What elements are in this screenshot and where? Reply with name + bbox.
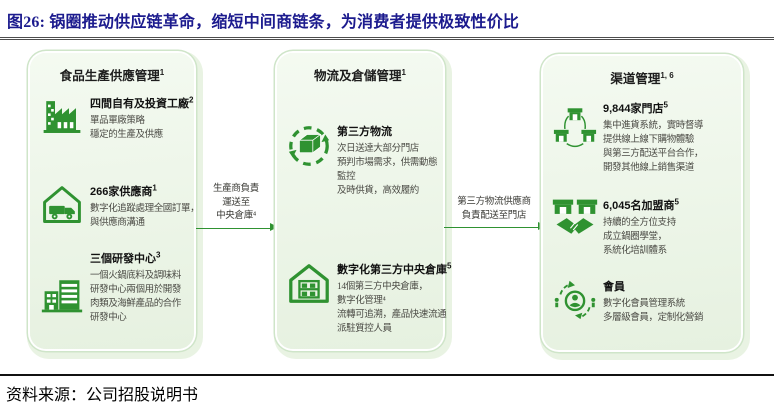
item-line: 研發中心	[90, 313, 127, 323]
item-line: 監控	[337, 172, 356, 182]
supplier-truck-icon	[38, 183, 86, 227]
figure-title: 图26: 锅圈推动供应链革命，缩短中间商链条，为消费者提供极致性价比	[7, 14, 520, 31]
item-line: 集中進貨系統，實時督導	[603, 121, 704, 131]
panel-title: 食品生產供應管理1	[59, 67, 165, 83]
arrow-line	[196, 222, 278, 231]
item-line: 研發中心兩個用於開發	[90, 285, 182, 295]
third-party-logistics-icon	[285, 123, 333, 169]
arrow-production-to-warehouse: 生產商負責 運送至 中央倉庫⁴	[196, 183, 278, 231]
rnd-building-icon	[38, 272, 86, 316]
item-line: 一個火鍋底料及調味料	[90, 271, 182, 281]
source-footer: 资料来源：公司招股说明书	[0, 374, 774, 405]
panel-channel-management: 渠道管理1, 6 9,844家門店5 集中進貨系統，實時督導 提供線上線下購物體…	[543, 56, 741, 350]
item-line: 與供應商溝通	[90, 218, 145, 228]
item-title: 266家供應商1	[90, 183, 157, 198]
panel-logistics-warehousing: 物流及倉儲管理1 第三方物流 次日送達大部分門店 預判市場需求，供需動態 監控 …	[277, 53, 451, 349]
panel-food-production: 食品生產供應管理1 四間自有及投資工廠2 單品單廠策略 穩定的生產及供應	[30, 53, 200, 349]
item-line: 派駐質控人員	[337, 324, 392, 334]
item-line: 單品單廠策略	[90, 116, 145, 126]
item-line: 提供線上線下購物體驗	[603, 135, 695, 145]
item-franchisees: 6,045名加盟商5 持續的全方位支持 成立鍋圈學堂， 系統化培訓體系	[551, 197, 739, 258]
item-line: 肉類及海鮮產品的合作	[90, 299, 182, 309]
arrow-label: 運送至	[222, 197, 250, 208]
item-title: 三個研發中心3	[90, 250, 161, 265]
figure-header: 图26: 锅圈推动供应链革命，缩短中间商链条，为消费者提供极致性价比	[0, 5, 774, 40]
arrow-label: 中央倉庫⁴	[216, 211, 256, 221]
item-stores: 9,844家門店5 集中進貨系統，實時督導 提供線上線下購物體驗 與第三方配送平…	[551, 100, 739, 175]
item-title: 四間自有及投資工廠2	[90, 95, 194, 110]
item-line: 數字化會員管理系統	[603, 299, 685, 309]
panel-title: 渠道管理1, 6	[610, 70, 674, 86]
arrow-warehouse-to-stores: 第三方物流供應商 負責配送至門店	[444, 196, 546, 231]
item-rnd-centers: 三個研發中心3 一個火鍋底料及調味料 研發中心兩個用於開發 肉類及海鮮產品的合作…	[38, 250, 192, 325]
arrow-label: 生產商負責	[212, 184, 259, 194]
item-line: 數字化管理⁴	[337, 296, 386, 306]
panel-title: 物流及倉儲管理1	[314, 67, 406, 83]
item-title: 數字化第三方中央倉庫5	[337, 261, 452, 276]
source-note: 资料来源：公司招股说明书	[6, 387, 199, 404]
item-line: 14個第三方中央倉庫，	[337, 282, 428, 292]
item-line: 次日送達大部分門店	[337, 144, 419, 154]
arrow-label: 負責配送至門店	[461, 210, 527, 221]
item-line: 預判市場需求，供需動態	[337, 158, 438, 168]
item-line: 持續的全方位支持	[603, 218, 676, 228]
arrowhead-right-icon	[270, 222, 278, 231]
item-line: 流轉可追溯，產品快速流通	[337, 310, 447, 320]
central-warehouse-icon	[285, 261, 333, 307]
item-line: 穩定的生產及供應	[90, 130, 163, 140]
item-line: 成立鍋圈學堂，	[603, 232, 667, 242]
item-factories: 四間自有及投資工廠2 單品單廠策略 穩定的生產及供應	[38, 95, 194, 142]
factory-icon	[38, 95, 86, 137]
arrowhead-right-icon	[538, 222, 546, 231]
item-line: 數字化追蹤處理全國訂單，	[90, 204, 200, 214]
item-line: 與第三方配送平台合作，	[603, 149, 704, 159]
arrow-line	[444, 222, 546, 231]
item-line: 多層級會員，定制化營銷	[603, 313, 704, 323]
item-title: 會員	[603, 281, 625, 293]
item-line: 系統化培訓體系	[603, 246, 667, 256]
item-line: 開發其他線上銷售渠道	[603, 163, 695, 173]
arrow-label: 第三方物流供應商	[457, 197, 531, 207]
member-icon	[551, 278, 599, 320]
item-title: 第三方物流	[337, 126, 392, 138]
item-title: 6,045名加盟商5	[603, 197, 679, 212]
item-line: 及時供貨，高效履約	[337, 186, 419, 196]
item-central-warehouses: 數字化第三方中央倉庫5 14個第三方中央倉庫， 數字化管理⁴ 流轉可追溯，產品快…	[285, 261, 451, 336]
item-third-party-logistics: 第三方物流 次日送達大部分門店 預判市場需求，供需動態 監控 及時供貨，高效履約	[285, 123, 441, 198]
item-members: 會員 數字化會員管理系統 多層級會員，定制化營銷	[551, 278, 739, 325]
franchisee-handshake-icon	[551, 197, 599, 241]
item-suppliers: 266家供應商1 數字化追蹤處理全國訂單， 與供應商溝通	[38, 183, 200, 230]
item-title: 9,844家門店5	[603, 100, 668, 115]
store-network-icon	[551, 106, 599, 150]
